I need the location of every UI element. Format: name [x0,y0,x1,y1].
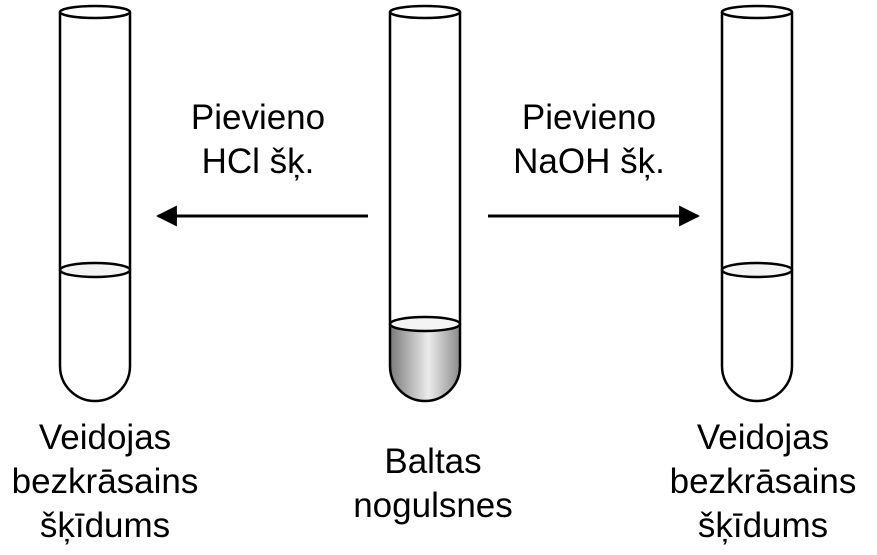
tube-rim-right [720,4,794,20]
test-tube-center [388,4,462,403]
result-label-center-line1: Baltas [384,442,482,481]
result-label-left-line1: Veidojas [38,418,172,457]
test-tube-right [720,4,794,403]
precipitate-surface [388,315,462,333]
liquid-surface-left [58,261,132,279]
test-tube-left [58,4,132,403]
liquid-surface-right [720,261,794,279]
reagent-label-hcl-line1: Pievieno [190,98,326,137]
result-label-left: Veidojas bezkrāsains šķīdums [0,416,210,548]
result-label-right-line1: Veidojas [696,418,830,457]
tube-body-center [388,12,462,403]
result-label-center: Baltas nogulsnes [320,440,546,528]
reagent-label-naoh-line2: NaOH šķ. [513,142,665,181]
result-label-right-line3: šķīdums [697,506,829,545]
tube-body-right [720,12,794,403]
reagent-label-naoh-line1: Pievieno [521,98,657,137]
result-label-center-line2: nogulsnes [353,486,513,525]
reagent-label-naoh: Pievieno NaOH šķ. [482,96,696,184]
reagent-label-hcl-line2: HCl šķ. [201,142,315,181]
result-label-right-line2: bezkrāsains [669,462,857,501]
result-label-left-line3: šķīdums [39,506,171,545]
tube-body-left [58,12,132,403]
tube-rim-left [58,4,132,20]
result-label-left-line2: bezkrāsains [11,462,199,501]
tube-rim-center [388,4,462,20]
reagent-label-hcl: Pievieno HCl šķ. [158,96,358,184]
result-label-right: Veidojas bezkrāsains šķīdums [657,416,869,548]
precipitate [390,324,460,401]
